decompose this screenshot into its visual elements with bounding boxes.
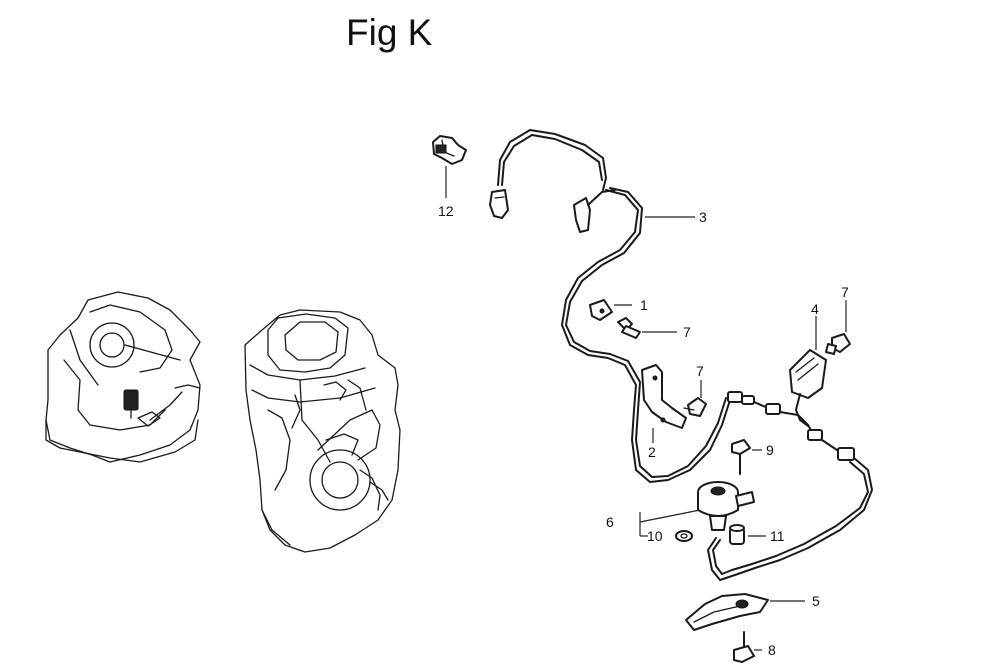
part-12-clip: [432, 135, 467, 198]
callout-1: 1: [640, 297, 648, 313]
callout-2: 2: [648, 444, 656, 460]
callout-8: 8: [768, 642, 776, 658]
callout-4: 4: [811, 301, 819, 317]
part-2-bracket: [641, 364, 687, 443]
part-7-bolt-c: [825, 300, 851, 355]
part-8-bolt: [733, 631, 762, 663]
callout-11: 11: [770, 528, 785, 544]
callout-7-c: 7: [841, 284, 849, 300]
callout-6: 6: [606, 514, 614, 530]
callout-5: 5: [812, 593, 820, 609]
figure-title: Fig K: [346, 12, 433, 53]
part-9-bolt: [731, 439, 762, 475]
callout-7-b: 7: [696, 363, 704, 379]
callout-9: 9: [766, 442, 774, 458]
callout-10: 10: [647, 528, 663, 544]
engine-front-view: [244, 309, 401, 553]
part-10-washer: [640, 530, 693, 542]
part-7-bolt-b: [683, 380, 707, 417]
part-7-bolt-a: [617, 317, 677, 339]
callout-3: 3: [699, 209, 707, 225]
part-5-plate: [685, 593, 805, 631]
part-3-wire-harness: [489, 129, 873, 581]
engine-side-view: [45, 291, 201, 463]
part-4-module: [789, 316, 827, 427]
callout-7-a: 7: [683, 324, 691, 340]
callout-12: 12: [438, 203, 454, 219]
part-6-switch: [639, 481, 755, 536]
part-11-collar: [729, 524, 766, 545]
part-1-plate: [589, 299, 632, 321]
